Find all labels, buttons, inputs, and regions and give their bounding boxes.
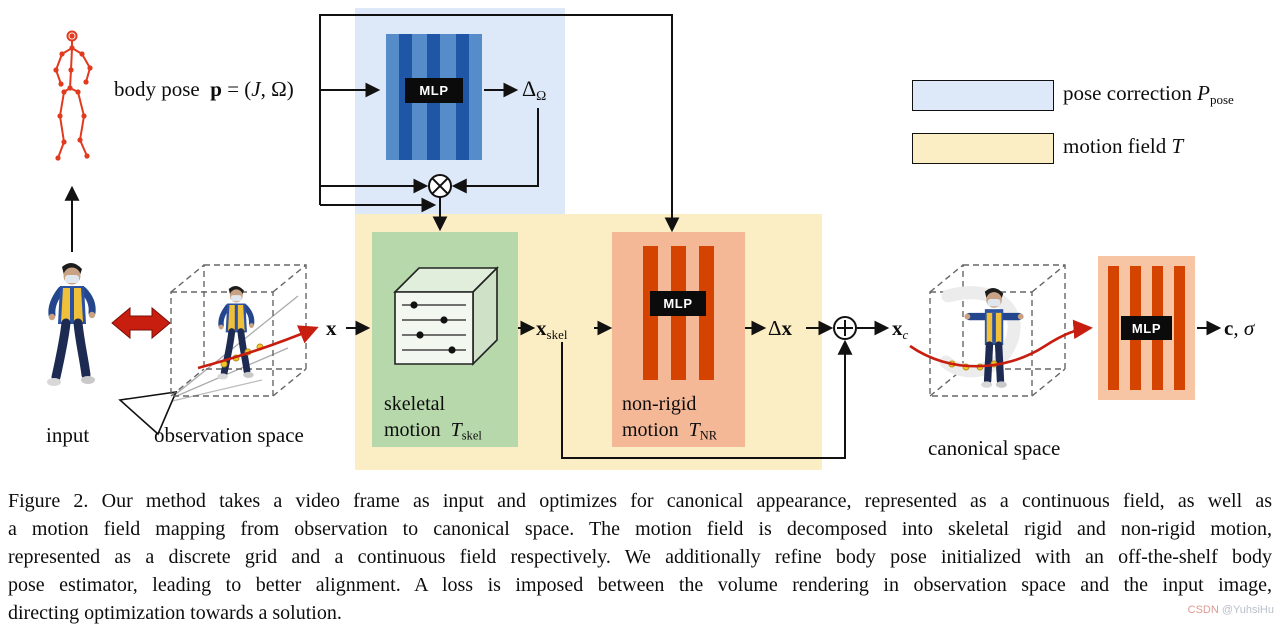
mlp-chip-pose: MLP [405, 78, 463, 103]
legend-item-motion-field: motion field T [1063, 134, 1184, 158]
watermark-user: @YuhsiHu [1221, 604, 1274, 616]
correspondence-arrow [111, 306, 171, 340]
canonical-mlp-bar [1174, 266, 1185, 390]
c-sigma-label: c, σ [1224, 316, 1255, 340]
body-pose-skeleton [53, 30, 93, 161]
canonical-ray-arrow [909, 319, 1093, 368]
delta-x-label: Δx [768, 316, 793, 340]
legend-swatch-pose-correction [912, 80, 1054, 111]
caption-line: a motion field mapping from observation … [8, 518, 1272, 540]
delta-omega-label: ΔΩ [522, 76, 547, 104]
x-skel-label: xskel [536, 316, 568, 342]
legend-item-pose-correction: pose correction Ppose [1063, 81, 1234, 107]
oplus-symbol [833, 316, 857, 340]
caption-line: represented as a discrete grid and a con… [8, 546, 1272, 568]
skeletal-motion-label: skeletal motion Tskel [384, 393, 482, 443]
body-pose-label: body pose p = (J, Ω) [114, 77, 294, 101]
mlp-chip-label: MLP [663, 296, 693, 311]
caption-line: pose estimator, leading to better alignm… [8, 574, 1272, 596]
camera-frustum-icon [118, 295, 299, 436]
canonical-cube [929, 264, 1066, 397]
caption-line: Figure 2. Our method takes a video frame… [8, 490, 1272, 512]
observation-cube [170, 264, 307, 397]
mlp-chip-canonical: MLP [1121, 316, 1172, 340]
mlp-chip-label: MLP [1131, 320, 1162, 336]
figure-caption: Figure 2. Our method takes a video frame… [8, 487, 1272, 627]
mlp-chip-nonrigid: MLP [650, 291, 706, 316]
input-person [47, 263, 95, 386]
legend-swatch-motion-field [912, 133, 1054, 164]
caption-line: directing optimization towards a solutio… [8, 602, 342, 624]
x-c-label: xc [892, 316, 909, 342]
pose-formula: p [210, 77, 222, 101]
observation-person [217, 286, 254, 380]
canonical-mlp-bar [1108, 266, 1119, 390]
canonical-space-label: canonical space [928, 436, 1061, 460]
canonical-person [964, 288, 1023, 388]
mlp-chip-label: MLP [419, 83, 449, 98]
observation-ray-arrow [197, 325, 319, 370]
watermark: CSDN @YuhsiHu [1188, 604, 1274, 616]
nonrigid-motion-label: non-rigid motion TNR [622, 393, 718, 443]
input-label: input [46, 423, 90, 447]
observation-space-label: observation space [154, 423, 304, 447]
canonical-swirl [939, 286, 1021, 378]
watermark-brand: CSDN [1187, 604, 1222, 616]
x-label: x [326, 316, 337, 340]
